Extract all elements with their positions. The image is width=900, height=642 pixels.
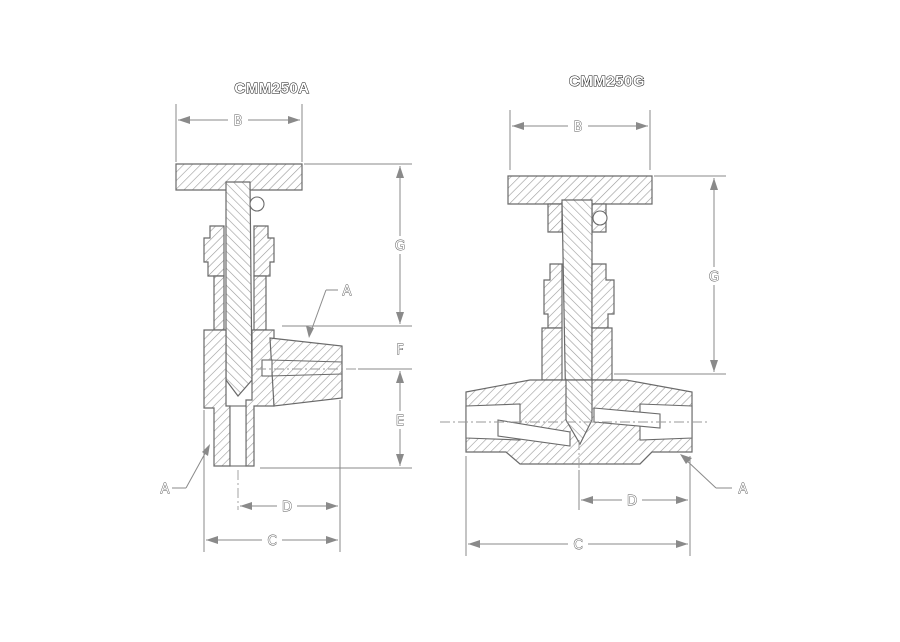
dim-label-e: E <box>396 414 404 429</box>
dimension-g: G <box>282 163 412 327</box>
stem <box>225 181 253 397</box>
dim-label-a-left: A <box>161 482 170 497</box>
dim-label-a-top: A <box>343 284 352 299</box>
stem-cap <box>547 203 563 233</box>
dim-label-g: G <box>709 270 719 285</box>
leader-a: A <box>680 454 748 497</box>
inlet-passage <box>497 419 571 447</box>
outlet-bore-top <box>269 359 343 363</box>
view-cmm250g: CMM250G B <box>440 73 748 556</box>
handwheel <box>175 163 303 191</box>
dim-label-f: F <box>396 343 403 358</box>
dimension-d: D <box>578 456 691 556</box>
dimension-e: E <box>260 371 412 469</box>
dim-label-d: D <box>627 494 637 509</box>
outlet-bore-bottom <box>269 373 343 377</box>
valve-body <box>203 329 231 467</box>
dimension-f: F <box>358 343 412 370</box>
dim-label-b: B <box>574 120 583 135</box>
packing-nut <box>543 263 563 329</box>
side-outlet <box>269 337 343 407</box>
bonnet <box>213 275 225 331</box>
leader-a-left: A <box>160 444 210 497</box>
dimension-b: B <box>175 104 303 162</box>
set-screw <box>592 210 608 226</box>
outlet-port <box>261 359 273 377</box>
packing-nut <box>203 225 225 277</box>
dimension-c: C <box>465 456 688 556</box>
dimension-c: C <box>203 410 338 552</box>
outlet-passage <box>593 407 661 429</box>
dim-label-c: C <box>573 538 582 553</box>
dim-label-b: B <box>234 114 243 129</box>
dim-label-a: A <box>739 482 748 497</box>
dim-label-d: D <box>282 500 292 515</box>
dimension-d: D <box>240 400 341 552</box>
bonnet-right <box>591 327 613 381</box>
dimension-g: G <box>614 175 726 375</box>
handwheel <box>507 175 653 205</box>
leader-a-top: A <box>306 284 352 338</box>
view-cmm250a: CMM250A B <box>160 80 412 552</box>
dim-label-g: G <box>395 239 405 254</box>
packing-nut-right <box>253 225 275 277</box>
dim-label-c: C <box>267 534 276 549</box>
inlet-bore <box>229 405 247 467</box>
packing-nut-right <box>591 263 615 329</box>
stem-tip <box>565 379 593 446</box>
view-title: CMM250A <box>234 80 309 97</box>
dimension-b: B <box>509 110 651 170</box>
set-screw <box>249 196 265 212</box>
bonnet-right <box>253 275 267 331</box>
view-title: CMM250G <box>569 73 645 90</box>
bonnet <box>541 327 563 381</box>
